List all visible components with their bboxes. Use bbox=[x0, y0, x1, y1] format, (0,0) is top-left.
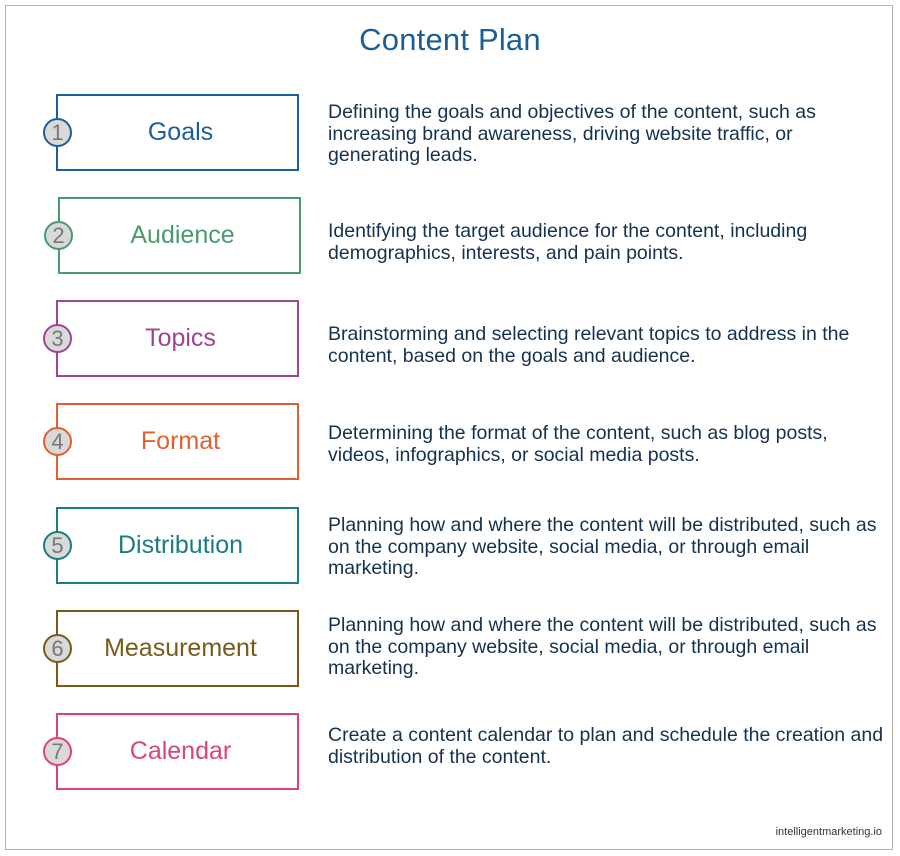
step-number-6-icon: 6 bbox=[43, 634, 72, 663]
step-label: Measurement bbox=[104, 634, 257, 662]
step-number-7-icon: 7 bbox=[43, 737, 72, 766]
step-box: Distribution bbox=[56, 507, 299, 584]
step-box: Topics bbox=[56, 300, 299, 377]
step-label: Topics bbox=[145, 324, 216, 352]
step-audience: Audience 2 Identifying the target audien… bbox=[0, 197, 900, 277]
step-box: Measurement bbox=[56, 610, 299, 687]
step-description: Planning how and where the content will … bbox=[328, 614, 877, 679]
step-distribution: Distribution 5 Planning how and where th… bbox=[0, 507, 900, 587]
step-goals: Goals 1 Defining the goals and objective… bbox=[0, 94, 900, 174]
step-number-5-icon: 5 bbox=[43, 531, 72, 560]
step-box: Calendar bbox=[56, 713, 299, 790]
page-title: Content Plan bbox=[359, 22, 541, 57]
step-description: Defining the goals and objectives of the… bbox=[328, 101, 816, 166]
step-label: Goals bbox=[147, 118, 214, 146]
step-description: Brainstorming and selecting relevant top… bbox=[328, 323, 850, 367]
step-description: Create a content calendar to plan and sc… bbox=[328, 724, 884, 768]
step-topics: Topics 3 Brainstorming and selecting rel… bbox=[0, 300, 900, 380]
step-number-1-icon: 1 bbox=[43, 118, 72, 147]
step-measurement: Measurement 6 Planning how and where the… bbox=[0, 610, 900, 690]
step-box: Audience bbox=[58, 197, 301, 274]
step-label: Format bbox=[140, 427, 221, 455]
step-description: Planning how and where the content will … bbox=[328, 514, 877, 579]
step-calendar: Calendar 7 Create a content calendar to … bbox=[0, 713, 900, 793]
step-box: Format bbox=[56, 403, 299, 480]
step-format: Format 4 Determining the format of the c… bbox=[0, 403, 900, 483]
step-label: Distribution bbox=[117, 531, 244, 559]
step-number-3-icon: 3 bbox=[43, 324, 72, 353]
step-number-4-icon: 4 bbox=[43, 427, 72, 456]
step-description: Determining the format of the content, s… bbox=[328, 422, 828, 466]
step-label: Calendar bbox=[129, 737, 232, 765]
step-number-2-icon: 2 bbox=[44, 221, 73, 250]
step-description: Identifying the target audience for the … bbox=[328, 220, 808, 264]
footer-credit: intelligentmarketing.io bbox=[775, 826, 882, 838]
step-label: Audience bbox=[130, 221, 235, 249]
step-box: Goals bbox=[56, 94, 299, 171]
